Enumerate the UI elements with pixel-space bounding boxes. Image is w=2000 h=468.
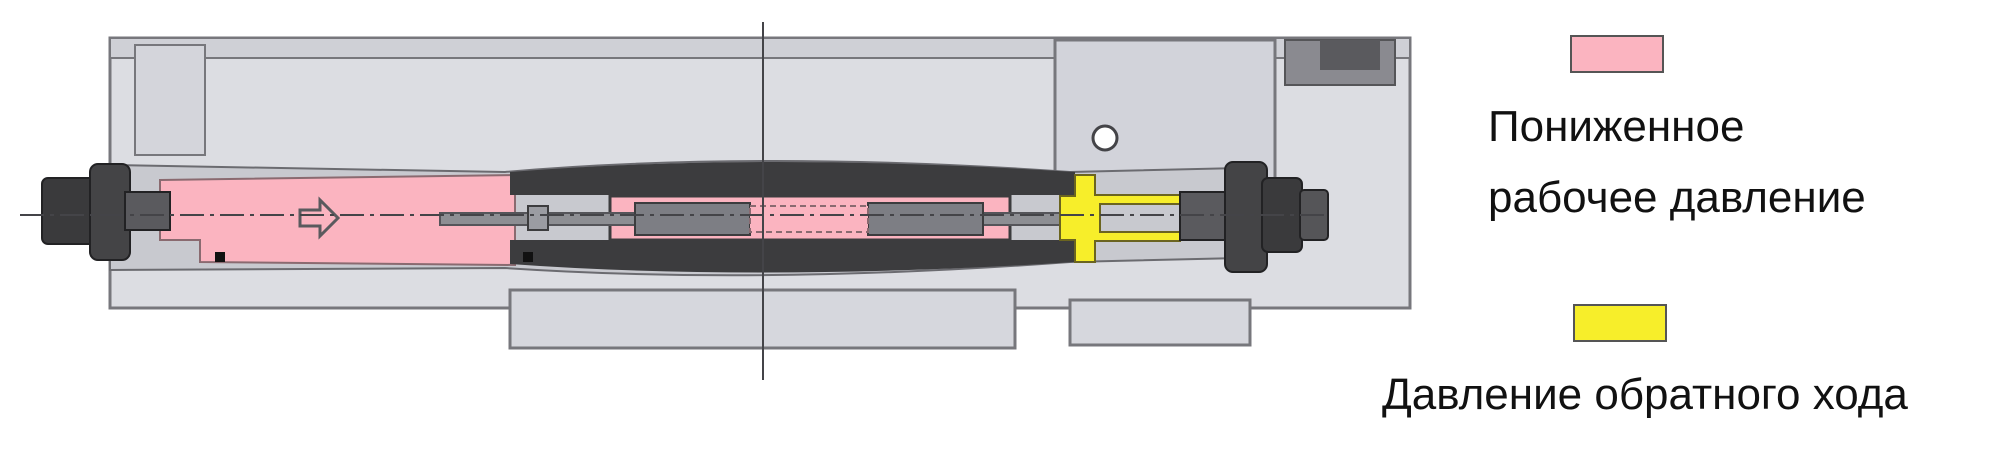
housing-bolt-hole	[1091, 124, 1119, 152]
seal-right	[523, 252, 533, 262]
valve-left	[527, 205, 549, 231]
housing-right-cover	[1053, 38, 1277, 182]
piston-center-segment	[749, 205, 869, 233]
legend-swatch-reduced-pressure	[1570, 35, 1664, 73]
housing-clamp-inner	[1320, 40, 1380, 70]
left-bolt-nut	[41, 177, 98, 245]
hydraulic-cylinder-section	[20, 22, 1412, 380]
piston-block-left	[634, 202, 751, 236]
flow-arrow-icon	[298, 196, 341, 240]
legend-label-return-pressure: Давление обратного хода	[1382, 370, 1908, 419]
legend-label-reduced-pressure-line2: рабочее давление	[1488, 173, 1866, 222]
piston-block-right	[867, 202, 984, 236]
dark-liner-lower	[510, 236, 1075, 273]
left-bolt-shank	[124, 191, 171, 231]
dark-liner-upper	[510, 162, 1075, 200]
legend-swatch-return-pressure	[1573, 304, 1667, 342]
housing-upper-left-block	[134, 44, 206, 156]
right-bolt-washer	[1224, 161, 1268, 273]
housing-bottom-right-boss	[1068, 298, 1252, 347]
legend-label-reduced-pressure-line1: Пониженное	[1488, 102, 1745, 151]
seal-left	[215, 252, 225, 262]
